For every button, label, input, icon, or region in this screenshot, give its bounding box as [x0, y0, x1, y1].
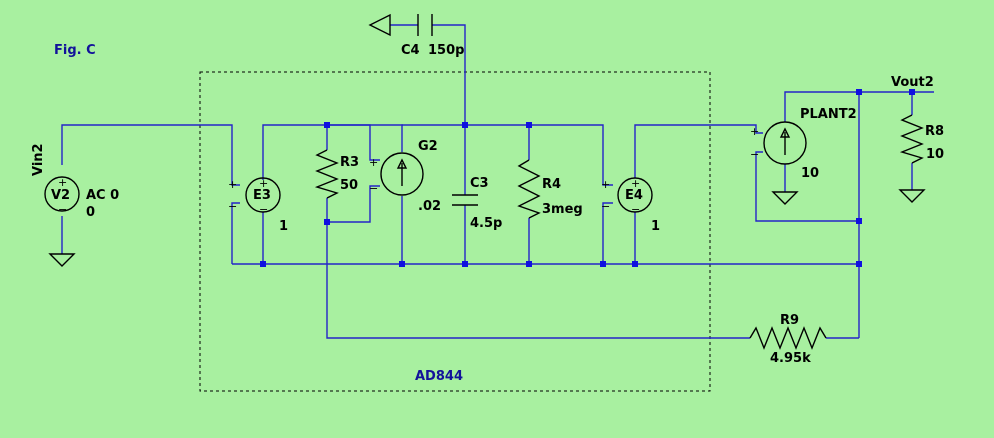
g2-name: G2 — [418, 139, 438, 154]
g2-value: .02 — [418, 199, 441, 214]
svg-text:−: − — [750, 148, 759, 161]
r3-value: 50 — [340, 178, 358, 193]
c3-capacitor — [452, 194, 478, 206]
plant2-source: + − — [750, 121, 807, 165]
e4-source: + − + − — [601, 177, 653, 216]
r8-value: 10 — [926, 147, 944, 162]
subcircuit-label: AD844 — [415, 369, 463, 384]
e4-name: E4 — [625, 188, 643, 203]
c3-value: 4.5p — [470, 216, 502, 231]
e4-value: 1 — [651, 219, 660, 234]
ground-symbols — [48, 13, 926, 267]
r4-name: R4 — [542, 177, 561, 192]
c4-name: C4 — [401, 43, 420, 58]
g2-source: + − — [369, 152, 424, 196]
svg-text:−: − — [369, 182, 378, 195]
svg-text:−: − — [259, 203, 268, 216]
e3-name: E3 — [253, 188, 271, 203]
r8-resistor — [899, 114, 924, 164]
r9-resistor — [749, 326, 827, 350]
svg-text:−: − — [228, 200, 237, 213]
v2-value2: 0 — [86, 205, 95, 220]
r9-name: R9 — [780, 313, 799, 328]
net-label-vout2: Vout2 — [891, 75, 934, 90]
svg-text:+: + — [750, 125, 759, 138]
r4-value: 3meg — [542, 202, 583, 217]
v2-value: AC 0 — [86, 188, 119, 203]
v2-name: V2 — [51, 188, 70, 203]
net-label-vin2: Vin2 — [31, 143, 46, 176]
c4-capacitor — [417, 14, 433, 36]
svg-text:−: − — [601, 200, 610, 213]
svg-text:−: − — [631, 203, 640, 216]
svg-text:+: + — [259, 177, 268, 190]
v2-source: + − — [44, 176, 80, 216]
svg-text:−: − — [58, 203, 67, 216]
r9-value: 4.95k — [770, 351, 811, 366]
e3-source: + − + − — [228, 177, 281, 216]
plant2-value: 10 — [801, 166, 819, 181]
svg-text:+: + — [369, 156, 378, 169]
svg-text:+: + — [58, 176, 67, 189]
r3-name: R3 — [340, 155, 359, 170]
r8-name: R8 — [925, 124, 944, 139]
c4-value: 150p — [428, 43, 464, 58]
wires — [61, 24, 934, 339]
svg-text:+: + — [228, 178, 237, 191]
r3-resistor — [314, 149, 339, 199]
svg-text:+: + — [631, 177, 640, 190]
c3-name: C3 — [470, 176, 489, 191]
r4-resistor — [517, 159, 541, 219]
plant2-name: PLANT2 — [800, 107, 857, 122]
ad844-boundary — [199, 71, 711, 392]
junction-nodes — [260, 89, 915, 267]
svg-text:+: + — [601, 178, 610, 191]
e3-value: 1 — [279, 219, 288, 234]
figure-label: Fig. C — [54, 43, 96, 58]
